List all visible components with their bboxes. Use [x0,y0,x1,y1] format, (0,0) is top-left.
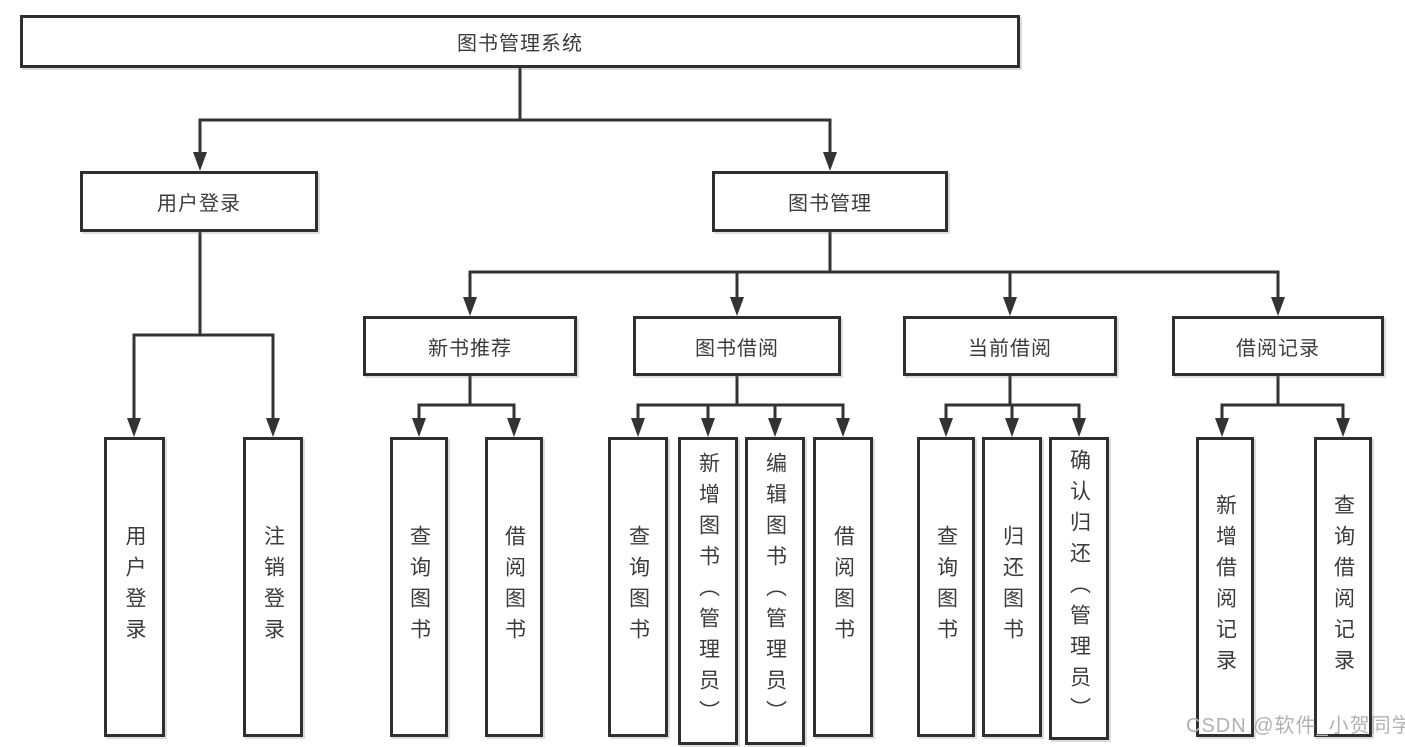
node-book-management: 图书管理 [712,171,948,232]
leaf-user-login: 用户登录 [104,437,165,737]
node-label: 新增借阅记录 [1213,494,1237,680]
node-label: 查询图书 [626,525,650,649]
node-new-book-recommendation: 新书推荐 [363,316,577,376]
leaf-query-books-current: 查询图书 [917,437,975,737]
leaf-logout: 注销登录 [243,437,303,737]
node-book-borrowing: 图书借阅 [633,316,841,376]
node-label: 借阅图书 [831,525,855,649]
leaf-query-books-borrowing: 查询图书 [608,437,668,737]
node-label: 新增图书（管理员） [696,451,720,731]
node-label: 编辑图书（管理员） [763,451,787,731]
node-label: 借阅记录 [1236,337,1320,360]
node-user-login: 用户登录 [80,171,318,232]
node-label: 用户登录 [157,193,241,215]
leaf-add-books-admin: 新增图书（管理员） [678,437,738,745]
leaf-edit-books-admin: 编辑图书（管理员） [745,437,805,745]
node-label: 图书管理 [788,193,872,215]
node-label: 新书推荐 [428,337,512,360]
leaf-return-books: 归还图书 [982,437,1042,737]
leaf-borrow-books-recommend: 借阅图书 [485,437,543,737]
node-label: 图书管理系统 [457,33,583,55]
leaf-borrow-books-borrowing: 借阅图书 [813,437,873,737]
node-label: 查询图书 [407,525,431,649]
node-label: 归还图书 [1000,525,1024,649]
node-borrowing-records: 借阅记录 [1172,316,1384,376]
node-library-management-system: 图书管理系统 [20,15,1020,68]
node-label: 查询借阅记录 [1331,494,1355,680]
node-label: 当前借阅 [968,337,1052,360]
leaf-query-borrow-record: 查询借阅记录 [1314,437,1372,737]
node-label: 用户登录 [123,525,146,649]
leaf-add-borrow-record: 新增借阅记录 [1196,437,1254,737]
node-label: 借阅图书 [502,525,526,649]
node-label: 注销登录 [261,525,285,649]
leaf-confirm-return-admin: 确认归还（管理员） [1049,437,1109,740]
node-label: 确认归还（管理员） [1067,449,1091,728]
node-label: 图书借阅 [695,337,779,360]
leaf-query-books-recommend: 查询图书 [390,437,448,737]
node-current-borrowing: 当前借阅 [903,316,1117,376]
csdn-watermark: CSDN @软件_小贺同学 [1186,715,1405,737]
node-label: 查询图书 [934,525,958,649]
